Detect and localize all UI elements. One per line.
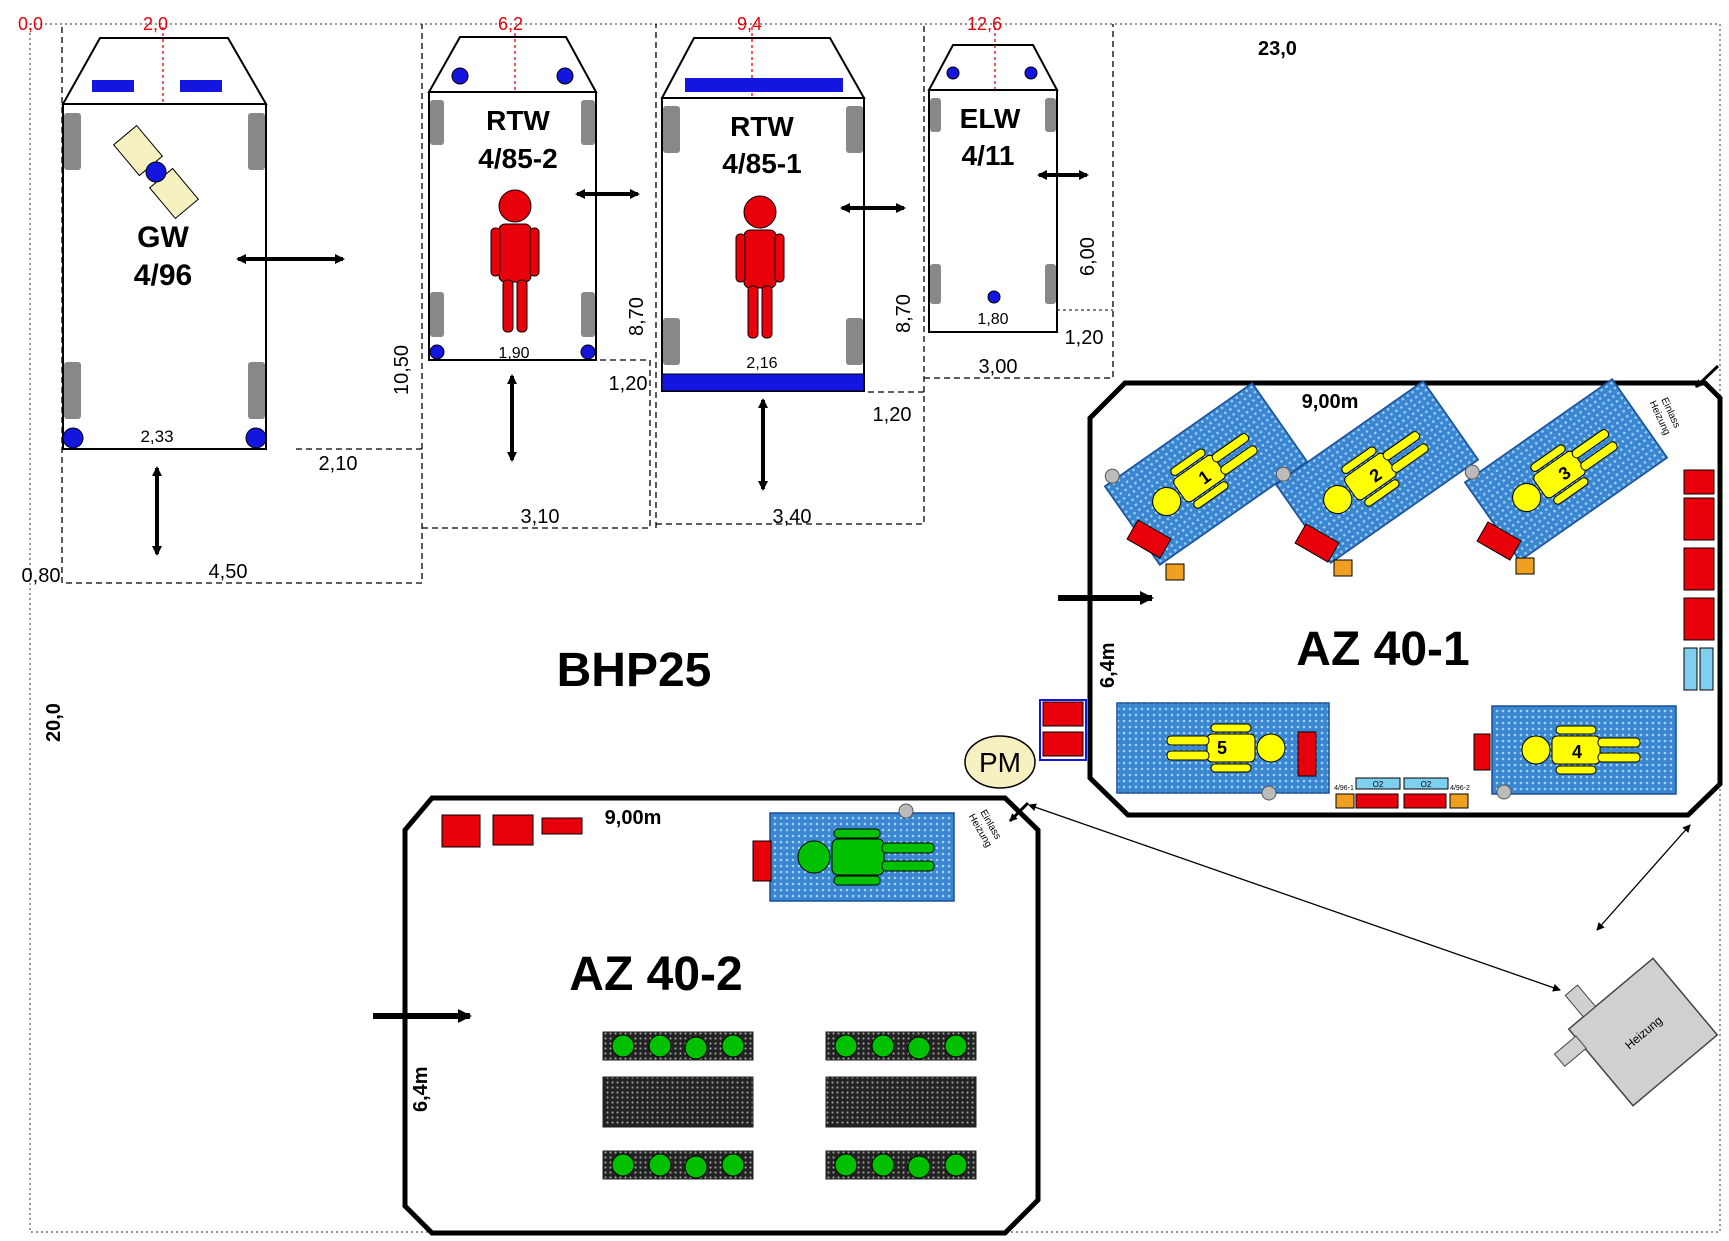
rtw2-name: RTW — [486, 105, 550, 136]
tent1-width: 9,00m — [1302, 391, 1359, 413]
elw-rear: 3,00 — [979, 356, 1018, 378]
rtw1-number: 4/85-1 — [722, 148, 801, 179]
gw-number: 4/96 — [134, 259, 192, 292]
station-3: 3 — [1458, 370, 1667, 561]
rtw1-side: 1,20 — [873, 404, 912, 426]
rtw1-rear: 3,40 — [773, 506, 812, 528]
scale-x1: 2,0 — [143, 14, 168, 34]
page-title: BHP25 — [557, 644, 712, 697]
tent2-width: 9,00m — [605, 807, 662, 829]
scale-x0: 0,0 — [18, 14, 43, 34]
rtw1-length: 8,70 — [893, 294, 915, 333]
station-5: 5 — [1116, 702, 1330, 801]
elw-number: 4/11 — [962, 140, 1015, 171]
gw-name: GW — [137, 221, 189, 254]
rtw2-length: 8,70 — [626, 297, 648, 336]
o2-label-1: O2 — [1373, 780, 1384, 789]
station-5-label: 5 — [1217, 738, 1227, 758]
rtw2-side: 1,20 — [609, 373, 648, 395]
tent2-depth: 6,4m — [410, 1066, 432, 1112]
gw-length: 10,50 — [391, 345, 413, 395]
pm-label: PM — [979, 747, 1021, 778]
tent1-label-2: 4/96-2 — [1450, 785, 1470, 792]
scale-width: 23,0 — [1258, 38, 1297, 60]
site-boundary — [29, 23, 1721, 1233]
scale-x4: 12,6 — [967, 14, 1002, 34]
scale-x2: 6,2 — [498, 14, 523, 34]
gw-side: 2,10 — [319, 453, 358, 475]
pm-marker: PM — [964, 735, 1036, 789]
station-1: 1 — [1098, 374, 1307, 565]
elw-length: 6,00 — [1077, 237, 1099, 276]
rtw1-width: 2,16 — [746, 355, 777, 372]
station-4: 4 — [1491, 705, 1677, 800]
rtw1-name: RTW — [730, 111, 794, 142]
tent-az40-1: 9,00m AZ 40-1 6,4m Einlass Heizung 1 2 3 — [1039, 364, 1723, 818]
tent1-label-1: 4/96-1 — [1334, 785, 1354, 792]
scale-x3: 9,4 — [737, 14, 762, 34]
station-2: 2 — [1269, 372, 1478, 563]
scale-height: 20,0 — [43, 703, 65, 742]
elw-name: ELW — [960, 103, 1021, 134]
vehicle-elw: ELW 4/11 1,80 1,20 6,00 3,00 — [923, 24, 1114, 392]
tent1-depth: 6,4m — [1097, 642, 1119, 688]
vehicle-gw: GW 4/96 2,33 2,10 10,50 4,50 0,80 — [22, 27, 423, 587]
elw-width: 1,80 — [977, 311, 1008, 328]
o2-label-2: O2 — [1421, 780, 1432, 789]
tent-az40-2: 9,00m AZ 40-2 6,4m Einlass Heizung — [373, 795, 1041, 1236]
tent1-name: AZ 40-1 — [1296, 623, 1469, 676]
rtw2-rear: 3,10 — [521, 506, 560, 528]
station-4-label: 4 — [1572, 742, 1582, 762]
rtw2-number: 4/85-2 — [478, 143, 557, 174]
rtw2-width: 1,90 — [498, 345, 529, 362]
elw-side: 1,20 — [1065, 327, 1104, 349]
gw-rear: 4,50 — [209, 561, 248, 583]
gw-corner: 0,80 — [22, 565, 61, 587]
vehicle-rtw-1: RTW 4/85-1 2,16 1,20 8,70 3,40 — [655, 24, 925, 528]
station-green — [769, 803, 955, 902]
tent2-name: AZ 40-2 — [569, 948, 742, 1001]
heater: Heizung — [1028, 803, 1719, 1107]
vehicle-rtw-2: RTW 4/85-2 1,90 1,20 8,70 3,10 — [421, 24, 651, 529]
gw-width: 2,33 — [140, 427, 173, 446]
